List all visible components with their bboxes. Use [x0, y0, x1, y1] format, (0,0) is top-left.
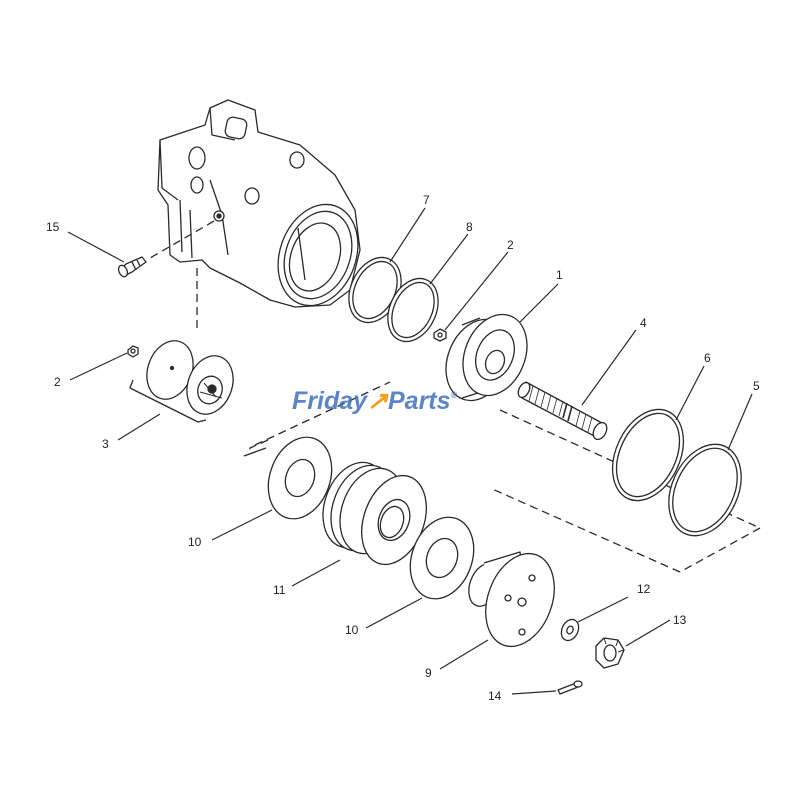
callout-13: 13: [673, 613, 687, 627]
part-10-washer-lower: [409, 516, 475, 600]
watermark: Friday↗Parts®: [292, 387, 458, 415]
part-9-hub: [468, 551, 555, 648]
part-10-washer-upper: [267, 436, 333, 520]
part-8-o-ring: [387, 277, 439, 343]
watermark-text-part1: Friday: [292, 387, 368, 415]
part-14-cotter-pin: [557, 680, 583, 695]
part-3-seal-group: [129, 340, 234, 423]
callout-5: 5: [753, 379, 760, 393]
callout-2-lower: 2: [54, 375, 61, 389]
callout-6: 6: [704, 351, 711, 365]
part-6-o-ring: [611, 408, 685, 502]
leader-lines: [67, 207, 753, 695]
callout-10-lower: 10: [345, 623, 359, 637]
part-7-o-ring: [348, 256, 402, 324]
part-11-pulley: [322, 461, 427, 566]
callout-9: 9: [425, 666, 432, 680]
watermark-text-part2: Parts: [388, 387, 451, 415]
part-2-plug-lower: [127, 345, 139, 358]
callout-7: 7: [423, 193, 430, 207]
callout-11: 11: [273, 583, 286, 597]
callout-2-upper: 2: [507, 238, 514, 252]
part-2-plug-upper: [433, 328, 447, 342]
callout-4: 4: [640, 316, 647, 330]
callout-15: 15: [46, 220, 60, 234]
part-5-o-ring: [668, 443, 742, 537]
svg-text:Friday↗Parts®: Friday↗Parts®: [292, 387, 458, 415]
callout-14: 14: [488, 689, 502, 703]
part-13-castle-nut: [595, 637, 625, 669]
watermark-reg-mark: ®: [451, 390, 458, 400]
callout-1: 1: [556, 268, 563, 282]
callout-10-upper: 10: [188, 535, 202, 549]
part-12-washer: [560, 618, 580, 642]
callout-8: 8: [466, 220, 473, 234]
callout-3: 3: [102, 437, 109, 451]
part-1-sleeve: [445, 313, 528, 402]
part-4-threaded-shaft: [517, 381, 608, 441]
housing: [157, 99, 361, 308]
watermark-arrow-glyph: ↗: [367, 387, 389, 415]
part-15-grease-fitting: [117, 256, 147, 278]
callout-labels: 15 7 8 2 1 4 6 5 2 3 10 11 10 9 12 13 14: [46, 193, 760, 703]
callout-12: 12: [637, 582, 651, 596]
